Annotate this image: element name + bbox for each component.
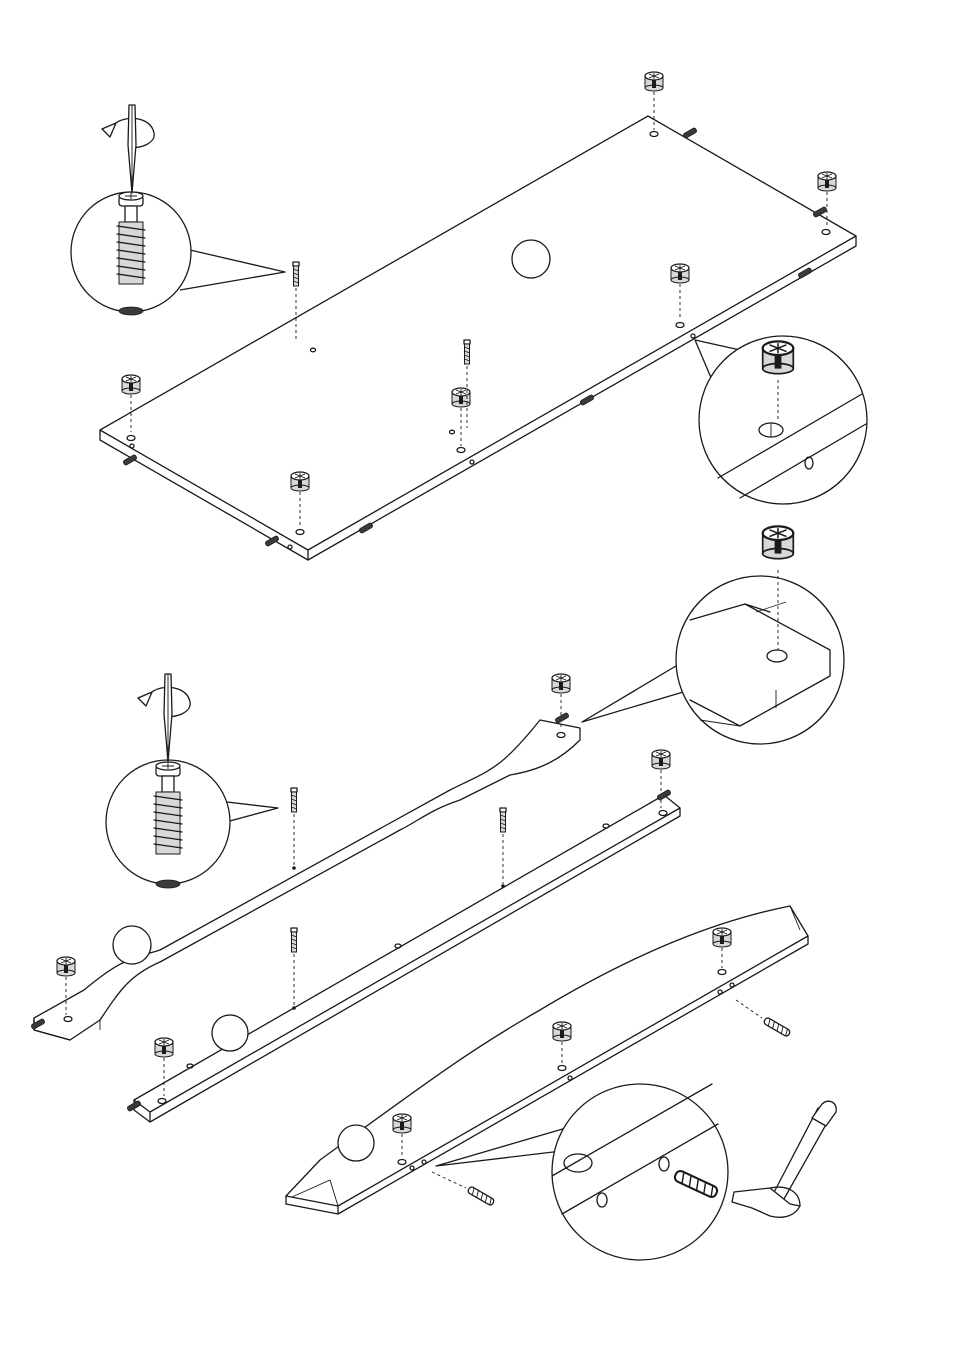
zoom-detail-bolt-top (71, 105, 285, 315)
rail-4-label-circle (338, 1125, 374, 1161)
rail-4-board (286, 906, 808, 1214)
cam-bolt-icon (293, 262, 299, 286)
zoom-detail-cam-right (695, 336, 867, 504)
cam-lock-icon (671, 264, 689, 283)
rail-3-label-circle (212, 1015, 248, 1051)
cam-lock-icon (552, 674, 570, 693)
cam-lock-icon (652, 750, 670, 769)
rail-2-board (34, 720, 580, 1040)
screwdriver-icon (102, 105, 154, 193)
hammer-icon (732, 1101, 836, 1217)
cam-lock-icon (713, 928, 731, 947)
cam-lock-icon (645, 72, 663, 91)
cam-lock-icon (553, 1022, 571, 1041)
cam-lock-icon (291, 472, 309, 491)
cam-lock-icon (57, 957, 75, 976)
cam-bolt-icon (291, 788, 297, 812)
cam-bolt-icon (291, 928, 297, 952)
wooden-dowel-icon (763, 1017, 791, 1037)
cam-bolt-icon (500, 808, 506, 832)
zoom-detail-bolt-mid (106, 674, 278, 888)
cam-lock-icon (393, 1114, 411, 1133)
cam-lock-icon (818, 172, 836, 191)
screwdriver-icon (138, 674, 190, 762)
wooden-dowel-icon (467, 1186, 495, 1206)
zoom-detail-rail-end (582, 526, 844, 744)
cam-bolt-icon (464, 340, 470, 364)
panel-1-label-circle (512, 240, 550, 278)
cam-lock-icon (122, 375, 140, 394)
cam-lock-icon (155, 1038, 173, 1057)
rail-2-label-circle (113, 926, 151, 964)
